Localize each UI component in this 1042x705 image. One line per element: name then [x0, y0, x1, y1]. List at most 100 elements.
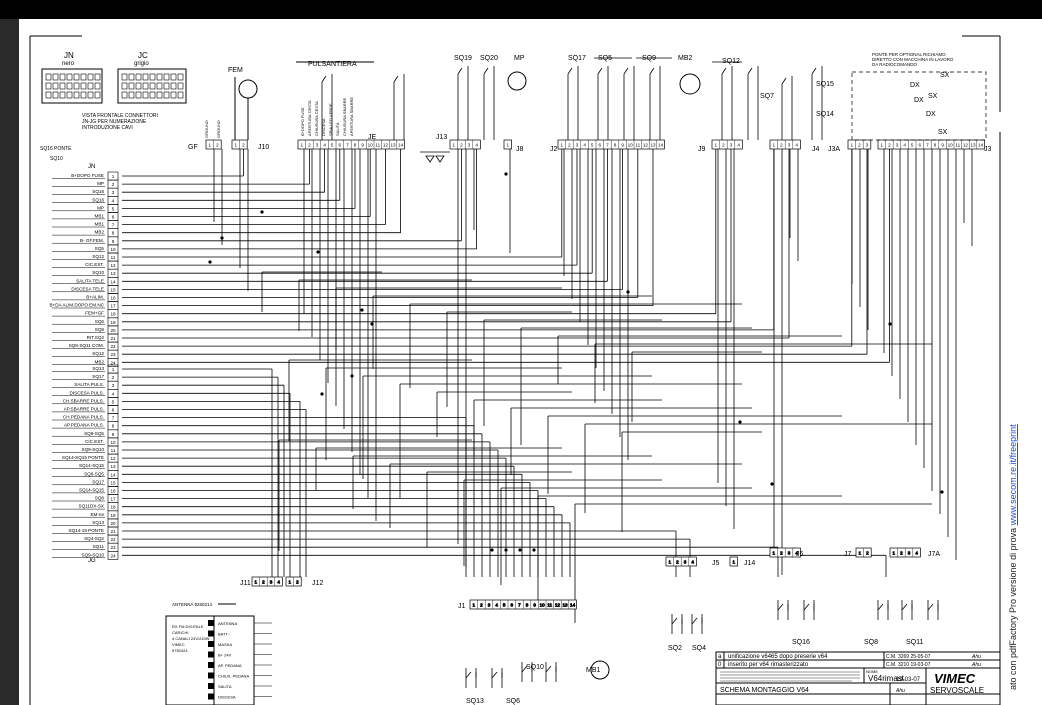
jn-row-number: 13 [110, 271, 116, 276]
wire [597, 67, 603, 75]
pin-number: 12 [963, 143, 969, 148]
module-terminal [208, 683, 214, 689]
sq8-label: SQ8 [864, 639, 878, 646]
sq4-label: SQ4 [692, 645, 706, 652]
jn-row-number: 8 [112, 231, 115, 236]
pulsantiera-wire-label: APERTURA SBARRE [349, 97, 354, 136]
pin-number: 9 [361, 143, 364, 148]
pulsantiera-wire-label: B+DOPO FUSE [300, 107, 305, 136]
jn-row-label: SQ12 [92, 254, 104, 259]
pin-number: 7 [926, 143, 929, 148]
jn-row-number: 7 [112, 223, 115, 228]
pin-number: 3 [896, 143, 899, 148]
pin [142, 91, 149, 99]
j12-label: J12 [312, 580, 323, 587]
jc-title: JC [138, 51, 148, 60]
pin-number: 3 [788, 143, 791, 148]
diode [435, 155, 445, 163]
watermark-text: ato con pdfFactory Pro versione di prova… [1008, 290, 1018, 690]
pin [135, 73, 142, 81]
pulsantiera-wire-label: CHIUSURA CESTA [314, 101, 319, 136]
pin-number: 3 [488, 603, 491, 608]
module-terminal-label: BATT.- [218, 632, 231, 637]
jn-row-cell [107, 357, 119, 367]
pin [66, 82, 73, 90]
sq16-ponte-note: SQ16 PONTE [40, 146, 72, 152]
jn-row-label: SQ10 [92, 270, 104, 275]
jn-row-label: SQ5 [95, 246, 105, 251]
module-note: RX FM DIGITALE [172, 624, 204, 629]
jg-row-number: 22 [110, 537, 116, 542]
mp-label: MP [514, 55, 525, 62]
jg-row-number: 8 [112, 424, 115, 429]
pin-number: 1 [301, 143, 304, 148]
pin [59, 82, 66, 90]
junction [260, 210, 264, 214]
view-note-1: VISTA FRONTALE CONNETTORI [82, 113, 158, 119]
pin-number: 1 [255, 580, 258, 585]
sq11-label: SQ11 [906, 639, 923, 646]
watermark-link[interactable]: www.secom.re.it/freeprint [1008, 424, 1018, 526]
j3-label: J3 [984, 146, 992, 153]
brand-sub: SERVOSCALE [930, 686, 984, 695]
pulsantiera-wire-label: SPIA LED VERDE [328, 103, 333, 136]
jn-row-number: 24 [110, 360, 116, 365]
pin-number: 9 [621, 143, 624, 148]
j14-box [729, 556, 738, 567]
pin [121, 91, 128, 99]
pin [163, 82, 170, 90]
jn-row-label: FEM+GF [85, 311, 104, 316]
pin-number: 3 [684, 560, 687, 565]
wire [545, 665, 552, 673]
wire [811, 67, 817, 75]
pin [45, 73, 52, 81]
j6-label: J6 [796, 551, 804, 558]
wire [671, 617, 678, 625]
jn-row-number: 1 [112, 174, 115, 179]
jg-row-number: 19 [110, 513, 116, 518]
diode [425, 155, 435, 163]
jg-row-number: 21 [110, 529, 116, 534]
jg-row-number: 3 [112, 383, 115, 388]
jn-row-number: 20 [110, 328, 116, 333]
pin-number: 12 [383, 143, 389, 148]
jg-row-label: SALITA PULS. [74, 382, 104, 387]
jn-block-title: JN [88, 164, 95, 170]
wire [457, 67, 463, 75]
junction [320, 392, 324, 396]
ponte-dashed-box [851, 71, 987, 141]
gf-ground-1: GROUND [204, 120, 209, 138]
pin-number: 5 [503, 603, 506, 608]
pin-number: 12 [555, 603, 561, 608]
module-terminal [208, 641, 214, 647]
wire [777, 603, 784, 611]
pin-number: 3 [270, 580, 273, 585]
pin [149, 73, 156, 81]
junction [532, 548, 536, 552]
j1-label: J1 [458, 603, 466, 610]
pin [87, 73, 94, 81]
junction [350, 374, 354, 378]
sq12-sq7-group: SQ12 J9 SQ7 SQ15 SQ14 J4 [698, 58, 834, 153]
sq16-label: SQ16 [792, 639, 810, 646]
jg-row-label: SQ13 [92, 366, 104, 371]
pin [59, 73, 66, 81]
sq6-bottom-label: SQ6 [506, 698, 520, 705]
jg-row-label: SQ6-SQ5 [84, 471, 104, 476]
junction [738, 420, 742, 424]
fem-group: FEM GF GROUND GROUND J10 [188, 67, 269, 151]
sq2-label: SQ2 [668, 645, 682, 652]
jg-row-number: 1 [112, 367, 115, 372]
j7-label: J7 [844, 551, 852, 558]
pin [170, 73, 177, 81]
jg-row-label: CH.SBARRE PULS. [63, 398, 104, 403]
pin-number: 8 [934, 143, 937, 148]
jn-pin-grid [45, 73, 101, 99]
junction [518, 548, 522, 552]
pin [177, 73, 184, 81]
jn-row-label: MP [97, 181, 104, 186]
jg-row-number: 18 [110, 505, 116, 510]
jc-pin-grid [121, 73, 184, 99]
